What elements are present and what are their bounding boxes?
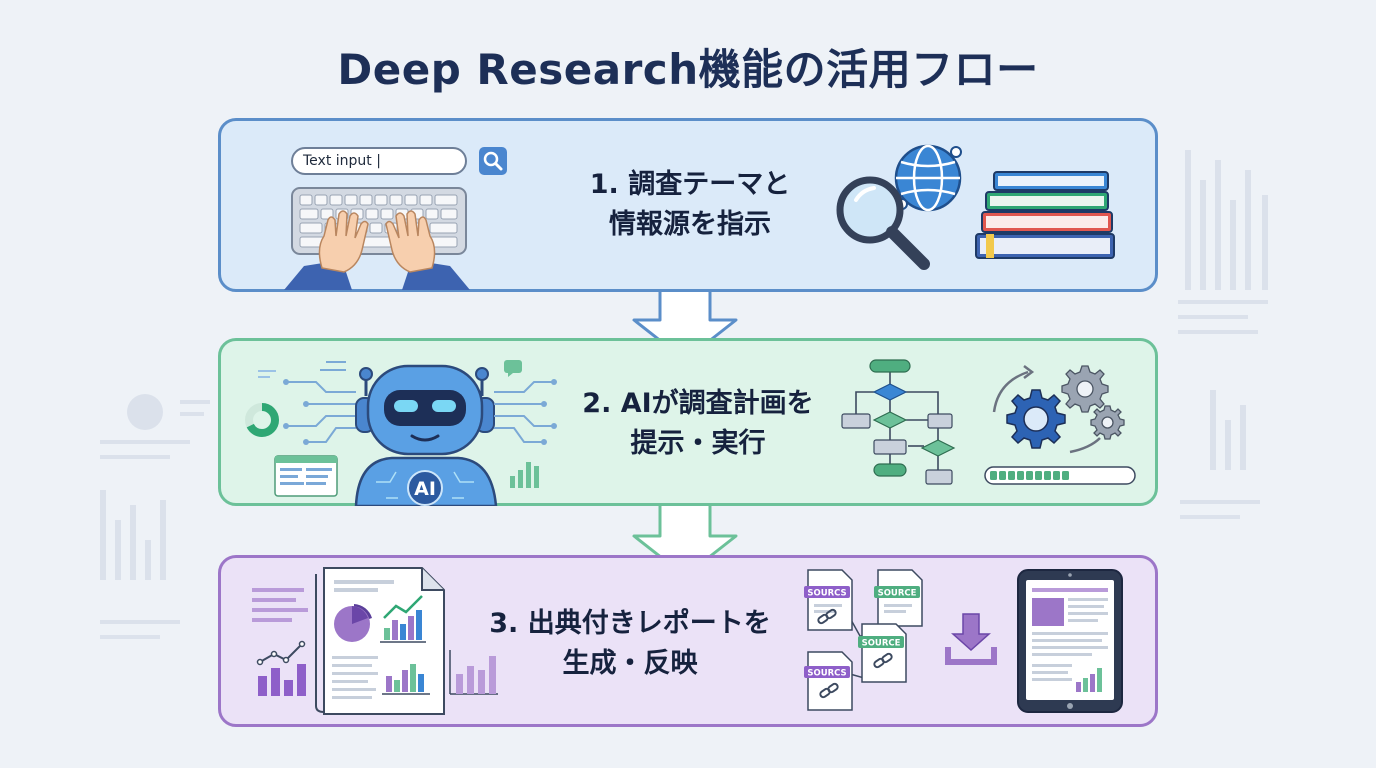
hands-icon bbox=[284, 210, 470, 290]
report-document-icon bbox=[315, 567, 445, 715]
tablet-icon bbox=[1017, 569, 1123, 713]
source-document-icon: SOURCS bbox=[804, 651, 853, 711]
dashboard-window-icon bbox=[274, 455, 338, 497]
globe-icon bbox=[894, 144, 962, 212]
progress-bar-icon bbox=[984, 466, 1136, 485]
step-2-label: 2. AIが調査計画を 提示・実行 bbox=[548, 384, 848, 464]
step-3-line-1: 3. 出典付きレポートを bbox=[489, 608, 771, 639]
donut-chart-icon bbox=[245, 403, 279, 437]
source-label-4: SOURCS bbox=[807, 669, 846, 679]
step-1-line-2: 情報源を指示 bbox=[609, 208, 771, 240]
search-input: Text input | bbox=[291, 147, 467, 175]
books-icon bbox=[975, 171, 1115, 259]
source-label-3: SOURCE bbox=[862, 639, 901, 649]
line-bar-chart-icon bbox=[256, 640, 306, 696]
source-documents-icon: SOURCS SOURCE SOURCE SOURCS bbox=[804, 569, 923, 711]
step-2-line-1: 2. AIが調査計画を bbox=[582, 388, 814, 419]
source-label-1: SOURCS bbox=[807, 589, 846, 599]
step-1-label: 1. 調査テーマと 情報源を指示 bbox=[540, 165, 840, 245]
source-document-icon: SOURCE bbox=[858, 623, 907, 683]
step-3-label: 3. 出典付きレポートを 生成・反映 bbox=[460, 604, 800, 684]
robot-icon: AI bbox=[354, 364, 498, 506]
link-icon bbox=[817, 608, 837, 625]
gears-icon bbox=[992, 365, 1125, 454]
step-1-line-1: 1. 調査テーマと bbox=[589, 169, 791, 200]
text-lines-icon bbox=[252, 588, 308, 622]
circuit-lines-right bbox=[494, 360, 557, 488]
source-document-icon: SOURCE bbox=[874, 569, 923, 627]
download-icon bbox=[945, 613, 997, 665]
page-title: Deep Research機能の活用フロー bbox=[337, 45, 1039, 94]
source-document-icon: SOURCS bbox=[804, 569, 853, 631]
bar-chart-icon bbox=[449, 650, 498, 695]
step-3-line-2: 生成・反映 bbox=[562, 647, 698, 679]
step-2-line-2: 提示・実行 bbox=[630, 427, 766, 459]
robot-ai-badge: AI bbox=[414, 478, 436, 500]
flowchart-icon bbox=[841, 359, 956, 485]
magnifier-icon bbox=[836, 176, 930, 270]
source-label-2: SOURCE bbox=[878, 589, 917, 599]
circuit-lines-left bbox=[258, 361, 356, 445]
search-icon bbox=[479, 147, 507, 175]
